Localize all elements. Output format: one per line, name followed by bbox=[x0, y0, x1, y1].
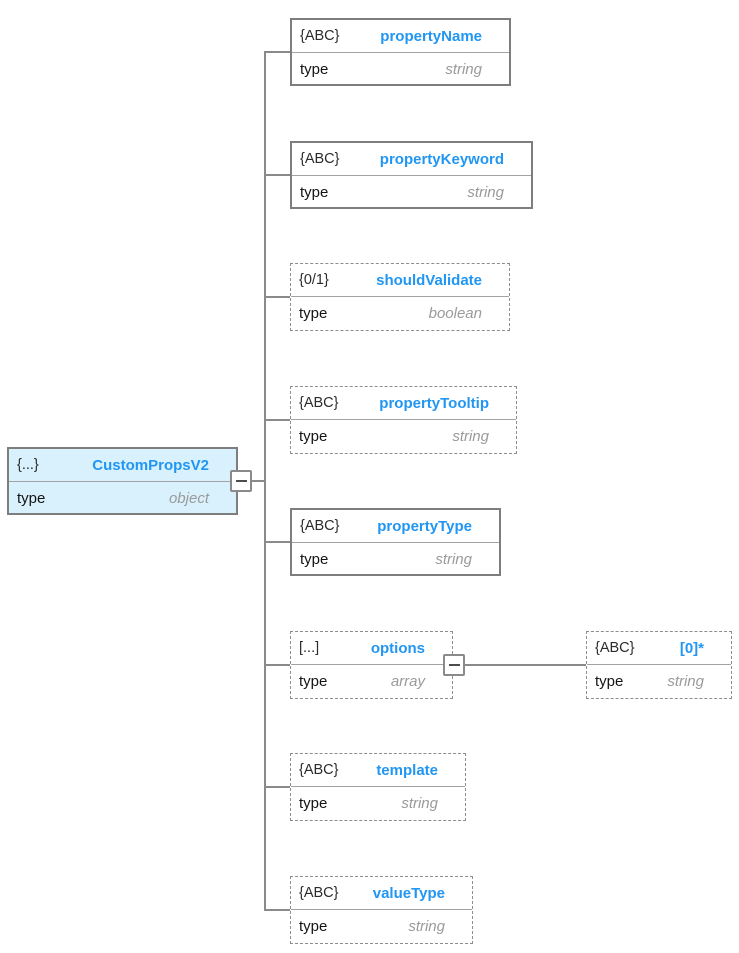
connector-branch bbox=[264, 909, 290, 911]
node-name: propertyKeyword bbox=[379, 150, 504, 168]
string-icon: {ABC} bbox=[595, 640, 635, 656]
minus-icon bbox=[448, 664, 460, 666]
connector-branch bbox=[264, 786, 290, 788]
connector-branch bbox=[264, 419, 290, 421]
type-label: type bbox=[300, 550, 329, 568]
connector-options-to-item bbox=[464, 664, 586, 666]
node-name-row: {ABC} valueType bbox=[291, 877, 472, 910]
node-property-name[interactable]: {ABC} propertyName type string bbox=[290, 18, 511, 86]
node-name: options bbox=[370, 639, 425, 657]
connector-branch bbox=[264, 541, 290, 543]
object-icon: {...} bbox=[17, 457, 39, 473]
node-name-row: {ABC} propertyType bbox=[292, 510, 499, 543]
node-name-row: {ABC} template bbox=[291, 754, 465, 787]
node-should-validate[interactable]: {0/1} shouldValidate type boolean bbox=[290, 263, 510, 331]
node-type-row: type boolean bbox=[291, 297, 509, 329]
node-options-item-0[interactable]: {ABC} [0]* type string bbox=[586, 631, 732, 699]
boolean-icon: {0/1} bbox=[299, 272, 329, 288]
type-value: string bbox=[401, 794, 438, 812]
node-property-tooltip[interactable]: {ABC} propertyTooltip type string bbox=[290, 386, 517, 454]
string-icon: {ABC} bbox=[299, 762, 339, 778]
node-value-type[interactable]: {ABC} valueType type string bbox=[290, 876, 473, 944]
string-icon: {ABC} bbox=[299, 395, 339, 411]
string-icon: {ABC} bbox=[300, 151, 340, 167]
node-options[interactable]: [...] options type array bbox=[290, 631, 453, 699]
type-value: string bbox=[435, 550, 472, 568]
string-icon: {ABC} bbox=[300, 518, 340, 534]
connector-branch bbox=[264, 51, 290, 53]
type-label: type bbox=[299, 304, 328, 322]
connector-branch bbox=[264, 664, 290, 666]
type-label: type bbox=[299, 794, 328, 812]
node-type-row: type string bbox=[291, 420, 516, 452]
node-name: valueType bbox=[372, 884, 445, 902]
node-name-row: {ABC} propertyTooltip bbox=[291, 387, 516, 420]
type-value: string bbox=[445, 60, 482, 78]
options-collapse-button[interactable] bbox=[443, 654, 465, 676]
node-name-row: {0/1} shouldValidate bbox=[291, 264, 509, 297]
type-label: type bbox=[299, 427, 328, 445]
type-value: object bbox=[168, 489, 209, 507]
minus-icon bbox=[235, 480, 247, 482]
node-type-row: type array bbox=[291, 665, 452, 697]
type-label: type bbox=[300, 183, 329, 201]
node-name-row: {ABC} propertyName bbox=[292, 20, 509, 53]
node-custom-props-v2[interactable]: {...} CustomPropsV2 type object bbox=[7, 447, 238, 515]
type-value: boolean bbox=[428, 304, 482, 322]
type-value: string bbox=[408, 917, 445, 935]
node-name-row: {...} CustomPropsV2 bbox=[9, 449, 236, 482]
node-name: [0]* bbox=[679, 639, 704, 657]
node-name-row: {ABC} propertyKeyword bbox=[292, 143, 531, 176]
type-label: type bbox=[17, 489, 46, 507]
node-type-row: type string bbox=[291, 787, 465, 819]
root-collapse-button[interactable] bbox=[230, 470, 252, 492]
type-value: array bbox=[390, 672, 425, 690]
type-label: type bbox=[299, 917, 328, 935]
type-label: type bbox=[300, 60, 329, 78]
type-value: string bbox=[467, 183, 504, 201]
node-name: propertyType bbox=[377, 517, 472, 535]
node-type-row: type string bbox=[292, 543, 499, 575]
type-value: string bbox=[452, 427, 489, 445]
node-property-type[interactable]: {ABC} propertyType type string bbox=[290, 508, 501, 576]
node-name: propertyName bbox=[380, 27, 482, 45]
node-type-row: type object bbox=[9, 482, 236, 514]
node-type-row: type string bbox=[292, 53, 509, 85]
connector-branch bbox=[264, 296, 290, 298]
connector-root-to-trunk bbox=[252, 480, 265, 482]
connector-trunk bbox=[264, 51, 266, 911]
connector-branch bbox=[264, 174, 290, 176]
string-icon: {ABC} bbox=[299, 885, 339, 901]
node-name: shouldValidate bbox=[376, 271, 482, 289]
type-value: string bbox=[667, 672, 704, 690]
array-icon: [...] bbox=[299, 640, 320, 656]
node-name-row: [...] options bbox=[291, 632, 452, 665]
type-label: type bbox=[595, 672, 624, 690]
node-type-row: type string bbox=[291, 910, 472, 942]
node-name: CustomPropsV2 bbox=[92, 456, 209, 474]
node-type-row: type string bbox=[292, 176, 531, 208]
node-name: template bbox=[376, 761, 438, 779]
node-template[interactable]: {ABC} template type string bbox=[290, 753, 466, 821]
node-property-keyword[interactable]: {ABC} propertyKeyword type string bbox=[290, 141, 533, 209]
string-icon: {ABC} bbox=[300, 28, 340, 44]
type-label: type bbox=[299, 672, 328, 690]
node-name-row: {ABC} [0]* bbox=[587, 632, 731, 665]
node-name: propertyTooltip bbox=[379, 394, 489, 412]
node-type-row: type string bbox=[587, 665, 731, 697]
